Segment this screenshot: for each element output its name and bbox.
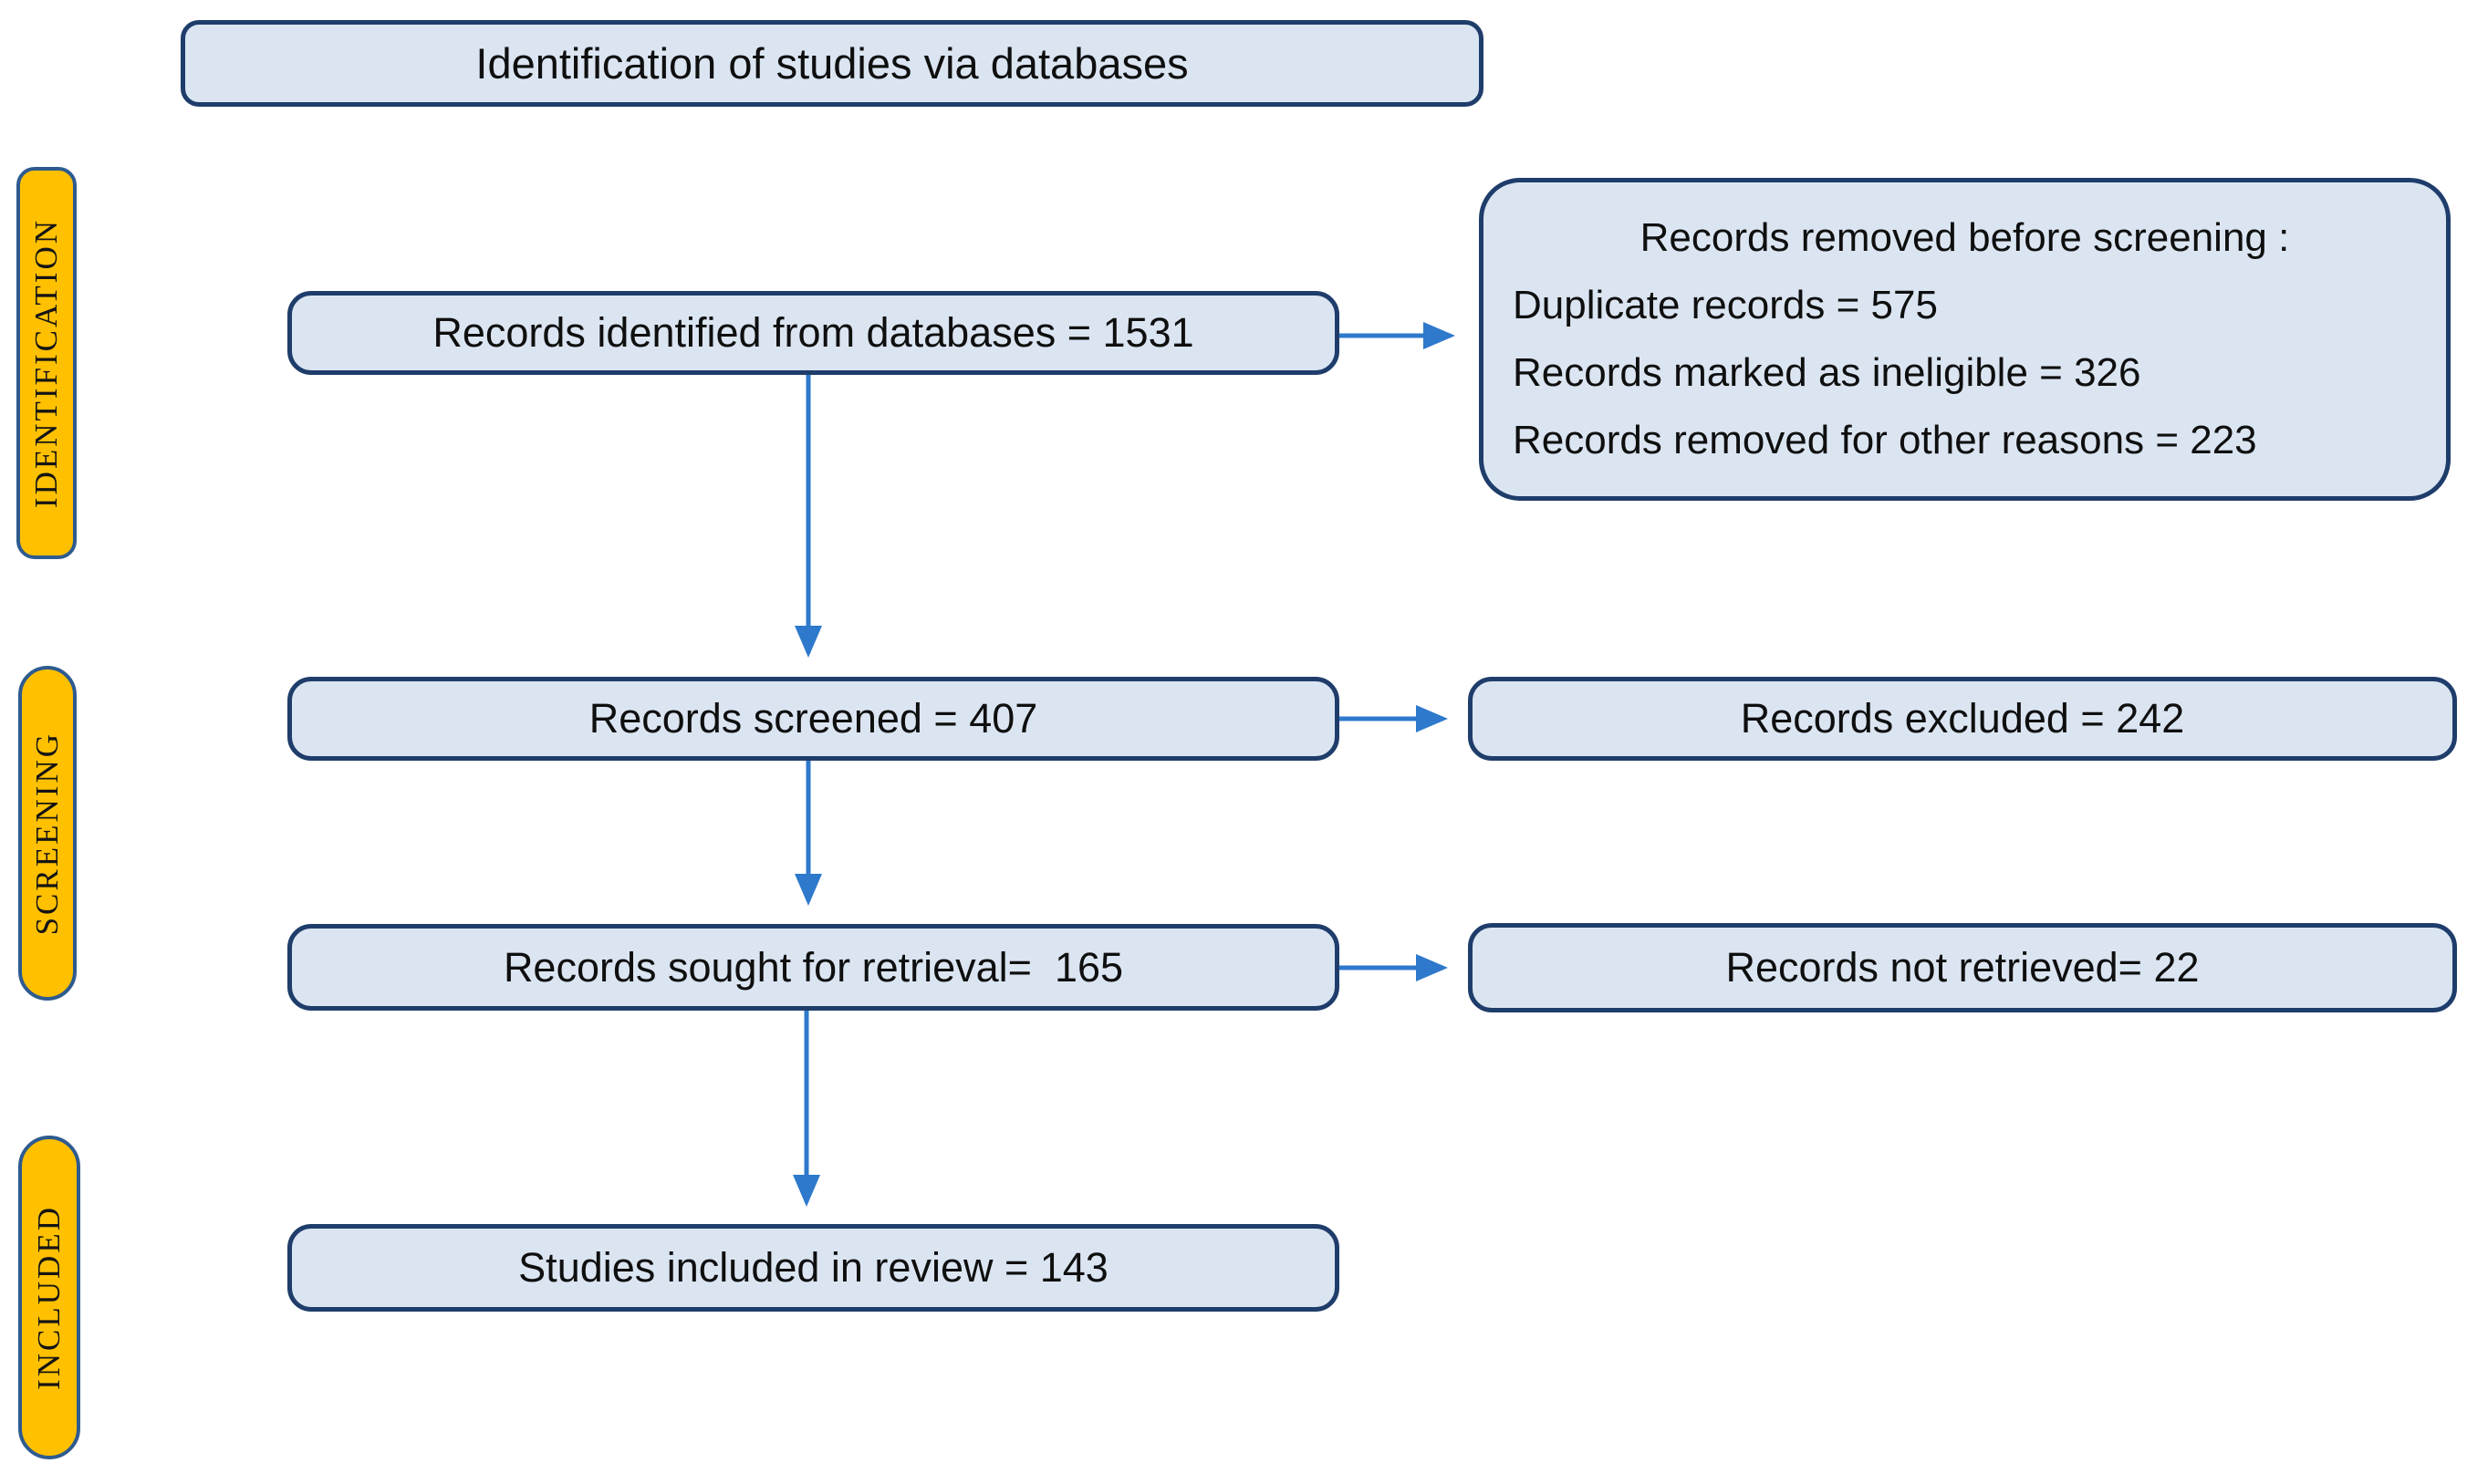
stage-tab-included: INCLUDED — [18, 1136, 80, 1459]
stage-tab-identification: IDENTIFICATION — [16, 167, 77, 559]
side-box-removed-line-ineligible: Records marked as ineligible = 326 — [1513, 350, 2141, 395]
side-box-removed-line-duplicates: Duplicate records = 575 — [1513, 283, 1938, 327]
stage-tab-screening: SCREENING — [18, 666, 77, 1001]
side-box-records-removed: Records removed before screening : Dupli… — [1479, 178, 2451, 501]
flow-box-records-sought: Records sought for retrieval= 165 — [287, 924, 1339, 1011]
side-box-records-excluded-label: Records excluded = 242 — [1740, 695, 2185, 742]
flow-box-studies-included-label: Studies included in review = 143 — [518, 1244, 1109, 1291]
side-box-removed-line-other: Records removed for other reasons = 223 — [1513, 418, 2257, 462]
stage-label-included: INCLUDED — [31, 1205, 67, 1390]
stage-label-screening: SCREENING — [29, 731, 65, 936]
flow-box-records-identified-label: Records identified from databases = 1531 — [432, 309, 1194, 356]
side-box-records-removed-heading: Records removed before screening : — [1639, 215, 2290, 260]
side-box-records-not-retrieved-label: Records not retrieved= 22 — [1725, 944, 2200, 991]
flow-box-records-screened: Records screened = 407 — [287, 677, 1339, 761]
flow-box-records-screened-label: Records screened = 407 — [588, 695, 1038, 742]
stage-label-identification: IDENTIFICATION — [28, 217, 64, 509]
diagram-title: Identification of studies via databases — [475, 39, 1189, 88]
flow-box-studies-included: Studies included in review = 143 — [287, 1224, 1339, 1312]
diagram-title-box: Identification of studies via databases — [181, 20, 1483, 107]
flow-box-records-sought-label: Records sought for retrieval= 165 — [503, 943, 1124, 991]
flow-box-records-identified: Records identified from databases = 1531 — [287, 291, 1339, 375]
side-box-records-excluded: Records excluded = 242 — [1468, 677, 2457, 761]
side-box-records-not-retrieved: Records not retrieved= 22 — [1468, 923, 2457, 1012]
